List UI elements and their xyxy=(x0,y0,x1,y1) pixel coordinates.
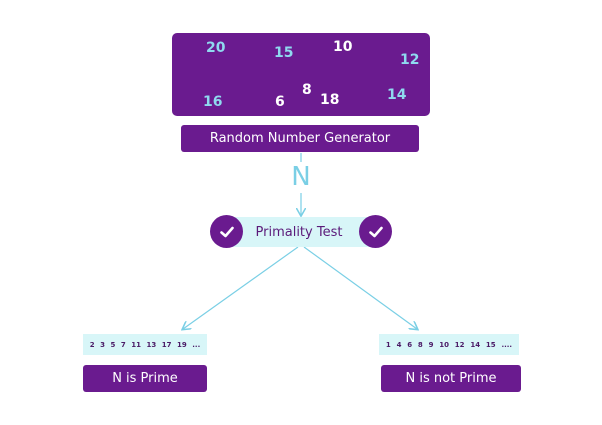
arrow-test-to-not-prime xyxy=(303,246,417,329)
sequence-item: 17 xyxy=(161,340,172,349)
generator-number: 12 xyxy=(400,52,420,68)
generator-number: 8 xyxy=(302,82,312,98)
not-prime-sequence: 1 4 6 8 9 10 12 14 15 .... xyxy=(379,334,519,355)
n-symbol: N xyxy=(291,162,311,192)
arrow-test-to-prime xyxy=(183,246,299,329)
sequence-item: 15 xyxy=(485,340,496,349)
sequence-item: 3 xyxy=(100,340,105,349)
generator-number: 14 xyxy=(387,87,407,103)
generator-number: 20 xyxy=(206,40,226,56)
check-icon-right xyxy=(359,215,392,248)
sequence-item: 19 xyxy=(177,340,187,349)
sequence-item: 7 xyxy=(120,340,126,349)
primality-test-label: Primality Test xyxy=(224,217,374,247)
prime-result-label: N is Prime xyxy=(83,365,207,392)
sequence-item: 4 xyxy=(396,340,402,349)
generator-number: 16 xyxy=(203,94,223,110)
prime-sequence: 2 3 5 7 11 13 17 19 ... xyxy=(83,334,207,355)
generator-number: 10 xyxy=(333,39,353,55)
sequence-item: 1 xyxy=(385,340,391,349)
sequence-item: 14 xyxy=(470,340,481,349)
generator-number: 18 xyxy=(320,92,340,108)
sequence-item: 8 xyxy=(417,340,423,349)
check-icon-left xyxy=(210,215,243,248)
sequence-item: 5 xyxy=(110,340,116,349)
sequence-item: 6 xyxy=(407,340,413,349)
sequence-item: 9 xyxy=(428,340,434,349)
generator-number: 15 xyxy=(274,45,294,61)
sequence-item: 12 xyxy=(454,340,465,349)
sequence-item: .... xyxy=(501,340,513,349)
not-prime-result-label: N is not Prime xyxy=(381,365,521,392)
random-number-box: 20 15 10 12 16 6 8 18 14 xyxy=(172,33,430,116)
sequence-item: 13 xyxy=(146,340,157,349)
sequence-item: 11 xyxy=(131,340,141,349)
sequence-item: 10 xyxy=(439,340,449,349)
sequence-item: ... xyxy=(192,340,201,349)
random-number-generator-label: Random Number Generator xyxy=(181,125,419,152)
sequence-item: 2 xyxy=(89,340,95,349)
generator-number: 6 xyxy=(275,94,285,110)
